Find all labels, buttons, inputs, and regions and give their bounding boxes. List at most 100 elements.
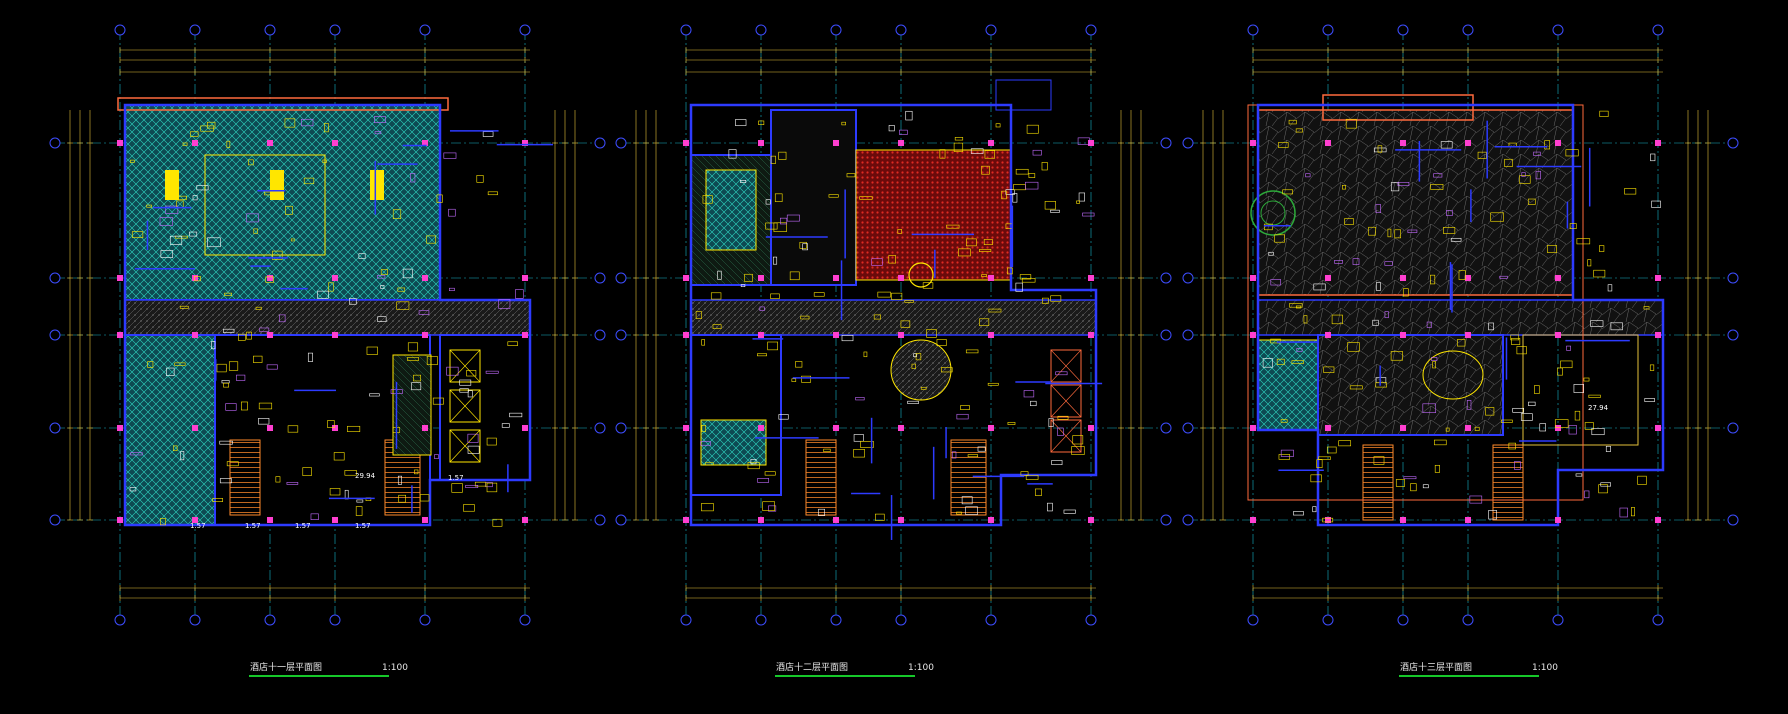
furniture-detail	[1387, 228, 1392, 238]
furniture-detail	[1050, 295, 1062, 302]
furniture-detail	[323, 123, 329, 133]
furniture-detail	[750, 459, 757, 465]
furniture-detail	[1504, 158, 1513, 167]
furniture-detail	[329, 488, 341, 496]
room-area-label: 27.94	[1588, 404, 1609, 412]
furniture-detail	[1395, 479, 1405, 487]
furniture-detail	[448, 208, 456, 217]
furniture-detail	[498, 299, 511, 309]
plan-scale-11: 1:100	[382, 663, 408, 673]
furniture-detail	[1643, 306, 1650, 310]
grid-bubble	[1397, 614, 1409, 626]
column	[1250, 140, 1256, 146]
furniture-detail	[1650, 153, 1656, 162]
grid-bubble	[895, 614, 907, 626]
furniture-detail	[443, 152, 457, 159]
pool	[1257, 339, 1319, 431]
grid-bubble	[1247, 614, 1259, 626]
furniture-detail	[177, 195, 187, 200]
grid-bubble	[1182, 514, 1194, 526]
grid-bubble	[615, 272, 627, 284]
furniture-detail	[1450, 237, 1462, 242]
furniture-detail	[873, 314, 881, 320]
column	[1325, 140, 1331, 146]
furniture-detail	[1527, 198, 1536, 205]
column	[192, 275, 198, 281]
furniture-detail	[474, 481, 487, 487]
grid-bubble	[1462, 614, 1474, 626]
column	[1325, 332, 1331, 338]
furniture-detail	[1276, 358, 1285, 365]
furniture-detail	[1605, 445, 1611, 452]
furniture-detail	[946, 224, 960, 229]
furniture-detail	[1262, 358, 1273, 368]
furniture-detail	[1466, 400, 1472, 410]
grid-bubble	[519, 24, 531, 36]
elevator	[1050, 384, 1082, 418]
furniture-detail	[1296, 305, 1302, 309]
furniture-detail	[891, 292, 903, 300]
furniture-detail	[436, 194, 443, 203]
furniture-detail	[226, 461, 239, 467]
furniture-detail	[1430, 274, 1436, 285]
column	[1250, 425, 1256, 431]
furniture-detail	[1390, 182, 1400, 192]
furniture-detail	[960, 405, 970, 410]
grid-bubble	[985, 614, 997, 626]
furniture-detail	[747, 462, 760, 470]
column	[1325, 517, 1331, 523]
stone-terrace	[1257, 109, 1574, 296]
furniture-detail	[418, 310, 430, 315]
column	[988, 140, 994, 146]
furniture-detail	[426, 356, 438, 366]
furniture-detail	[410, 173, 416, 183]
building-outline	[123, 103, 532, 527]
grid-bubble	[830, 614, 842, 626]
furniture-detail	[226, 140, 231, 148]
furniture-detail	[1021, 277, 1036, 283]
furniture-detail	[1651, 200, 1661, 208]
furniture-detail	[1280, 449, 1294, 457]
column	[1088, 332, 1094, 338]
column	[422, 140, 428, 146]
furniture-detail	[1499, 275, 1508, 279]
furniture-detail	[765, 199, 771, 205]
floor-plan-11	[49, 24, 606, 626]
furniture-detail	[871, 258, 883, 266]
grid-bubble	[49, 272, 61, 284]
furniture-detail	[701, 339, 705, 346]
furniture-detail	[818, 508, 825, 516]
furniture-detail	[768, 505, 777, 512]
furniture-detail	[920, 386, 927, 390]
furniture-detail	[875, 513, 885, 521]
furniture-detail	[485, 370, 499, 374]
room-area-label: 1.57	[190, 522, 206, 530]
furniture-detail	[1268, 251, 1274, 256]
furniture-detail	[487, 191, 498, 196]
furniture-detail	[1624, 188, 1637, 195]
plan-title-12-underline	[775, 675, 915, 677]
furniture-detail	[1384, 311, 1389, 319]
terrace-edge	[1322, 94, 1474, 121]
furniture-detail	[1377, 145, 1383, 153]
furniture-detail	[402, 268, 413, 279]
furniture-detail	[1485, 407, 1495, 416]
furniture-detail	[1057, 415, 1069, 420]
furniture-detail	[1291, 360, 1304, 364]
red-carpet	[855, 149, 1012, 281]
furniture-detail	[1264, 223, 1273, 231]
furniture-detail	[1599, 110, 1609, 117]
furniture-detail	[1637, 475, 1647, 485]
furniture-detail	[1051, 460, 1063, 466]
elevator	[449, 389, 481, 423]
grid-bubble	[1182, 137, 1194, 149]
furniture-detail	[1007, 422, 1016, 425]
grid-bubble	[594, 514, 606, 526]
furniture-detail	[1534, 385, 1540, 394]
furniture-detail	[1403, 476, 1417, 480]
furniture-detail	[1322, 517, 1334, 523]
furniture-detail	[169, 235, 183, 245]
furniture-detail	[1296, 348, 1303, 352]
column	[117, 425, 123, 431]
furniture-detail	[1519, 175, 1531, 184]
